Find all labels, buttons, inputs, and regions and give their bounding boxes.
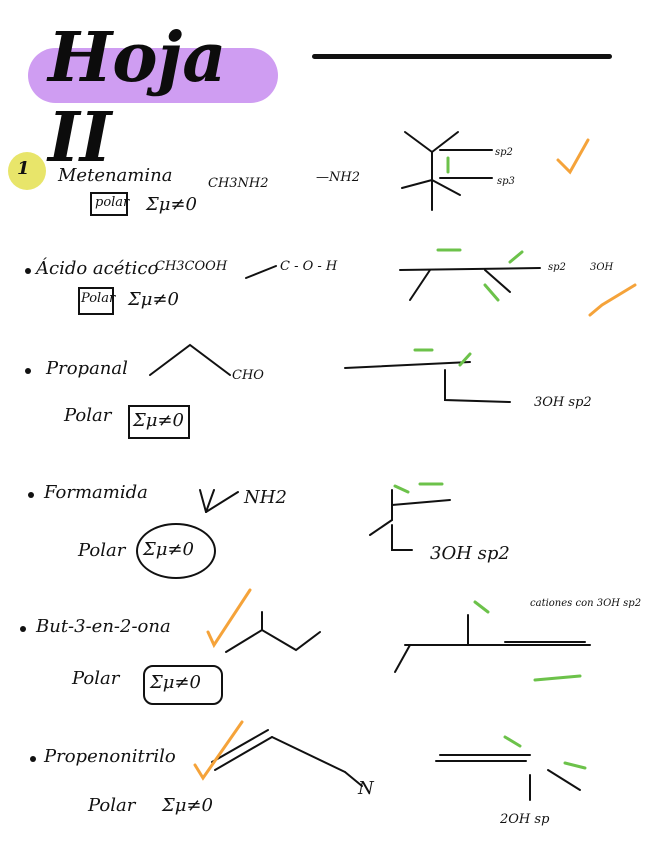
bullet xyxy=(20,626,26,632)
annotation: cationes con 3OH sp2 xyxy=(530,598,642,609)
dipole-label: Σμ≠0 xyxy=(143,539,194,560)
bullet xyxy=(25,368,31,374)
page-title: Hoja II xyxy=(48,18,227,178)
compound-name: But-3-en-2-ona xyxy=(36,616,171,637)
dipole-box xyxy=(143,665,223,705)
polarity-label: Polar xyxy=(72,668,120,689)
title-area: Hoja II xyxy=(18,8,288,178)
compound-name: Metenamina xyxy=(58,165,173,186)
item-number: 1 xyxy=(17,158,30,179)
polarity-label: Polar xyxy=(78,540,126,561)
dipole-box xyxy=(128,405,190,439)
compound-formula: CHO xyxy=(232,368,264,383)
polarity-box xyxy=(90,192,128,216)
compound-structure: —NH2 xyxy=(316,170,360,185)
dipole-oval xyxy=(136,523,216,579)
polarity-label: Polar xyxy=(81,291,116,306)
polarity-box xyxy=(78,287,114,315)
compound-formula: CH3COOH xyxy=(155,259,228,274)
item-number-highlight xyxy=(8,152,46,190)
dipole-label: Σμ≠0 xyxy=(146,194,197,215)
dipole-label: Σμ≠0 xyxy=(150,672,201,693)
hybrid-label: 3OH sp2 xyxy=(534,395,592,410)
polarity-label: Polar xyxy=(64,405,112,426)
bullet xyxy=(25,268,31,274)
title-highlight xyxy=(28,48,278,103)
title-rule xyxy=(312,54,612,59)
hybrid-label: 2OH sp xyxy=(500,812,550,827)
compound-formula: NH2 xyxy=(244,487,287,508)
compound-structure: C - O - H xyxy=(280,259,338,274)
compound-structure: N xyxy=(358,778,374,799)
compound-formula: CH3NH2 xyxy=(208,176,269,191)
compound-name: Ácido acético xyxy=(36,258,159,279)
hybrid-label: sp2 xyxy=(495,147,513,158)
polarity-label: Polar xyxy=(88,795,136,816)
hybrid-label: 3OH sp2 xyxy=(430,543,510,564)
hybrid-label: sp2 xyxy=(548,262,566,273)
compound-name: Propanal xyxy=(46,358,128,379)
dipole-label: Σμ≠0 xyxy=(162,795,213,816)
hybrid-label: 3OH xyxy=(590,262,614,273)
dipole-label: Σμ≠0 xyxy=(133,410,184,431)
dipole-label: Σμ≠0 xyxy=(128,289,179,310)
compound-name: Formamida xyxy=(44,482,148,503)
bullet xyxy=(28,492,34,498)
polarity-label: polar xyxy=(95,195,130,210)
compound-name: Propenonitrilo xyxy=(44,746,176,767)
bullet xyxy=(30,756,36,762)
hybrid-label: sp3 xyxy=(497,176,515,187)
